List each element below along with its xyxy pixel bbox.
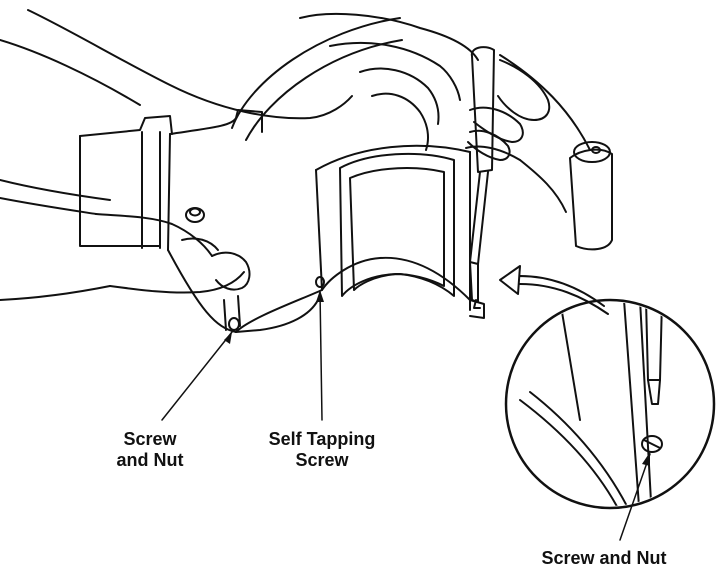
leader-lines: [161, 290, 324, 421]
label-self-tapping-screw-line-1: Self Tapping: [268, 429, 376, 449]
label-screw-and-nut-right: Screw and Nut: [541, 548, 667, 568]
guard-bracket: [315, 144, 521, 319]
leader-line-self-tapping-screw: [319, 291, 323, 421]
motor-housing: [79, 109, 323, 333]
screwdriver-icon: [469, 46, 495, 309]
right-hand: [299, 12, 551, 161]
detail-magnifier: [504, 298, 716, 541]
self-tapping-screw-hole-icon: [315, 276, 325, 288]
leader-line-screw-and-nut-left: [161, 331, 233, 421]
screw-hole-markers: [228, 276, 325, 331]
label-screw-and-nut-left-line-2: and Nut: [116, 450, 184, 470]
left-hand: [0, 179, 251, 331]
label-self-tapping-screw: Self Tapping Screw: [262, 429, 382, 471]
callout-arrow: [499, 265, 609, 315]
label-self-tapping-screw-line-2: Screw: [295, 450, 349, 470]
side-handle: [519, 141, 613, 251]
label-screw-and-nut-left-line-1: Screw: [123, 429, 177, 449]
screw-and-nut-left-hole-icon: [228, 317, 240, 331]
label-screw-and-nut-left: Screw and Nut: [98, 429, 202, 471]
upper-arm-sleeve: [0, 9, 353, 120]
leader-line-screw-and-nut-right: [619, 453, 651, 541]
